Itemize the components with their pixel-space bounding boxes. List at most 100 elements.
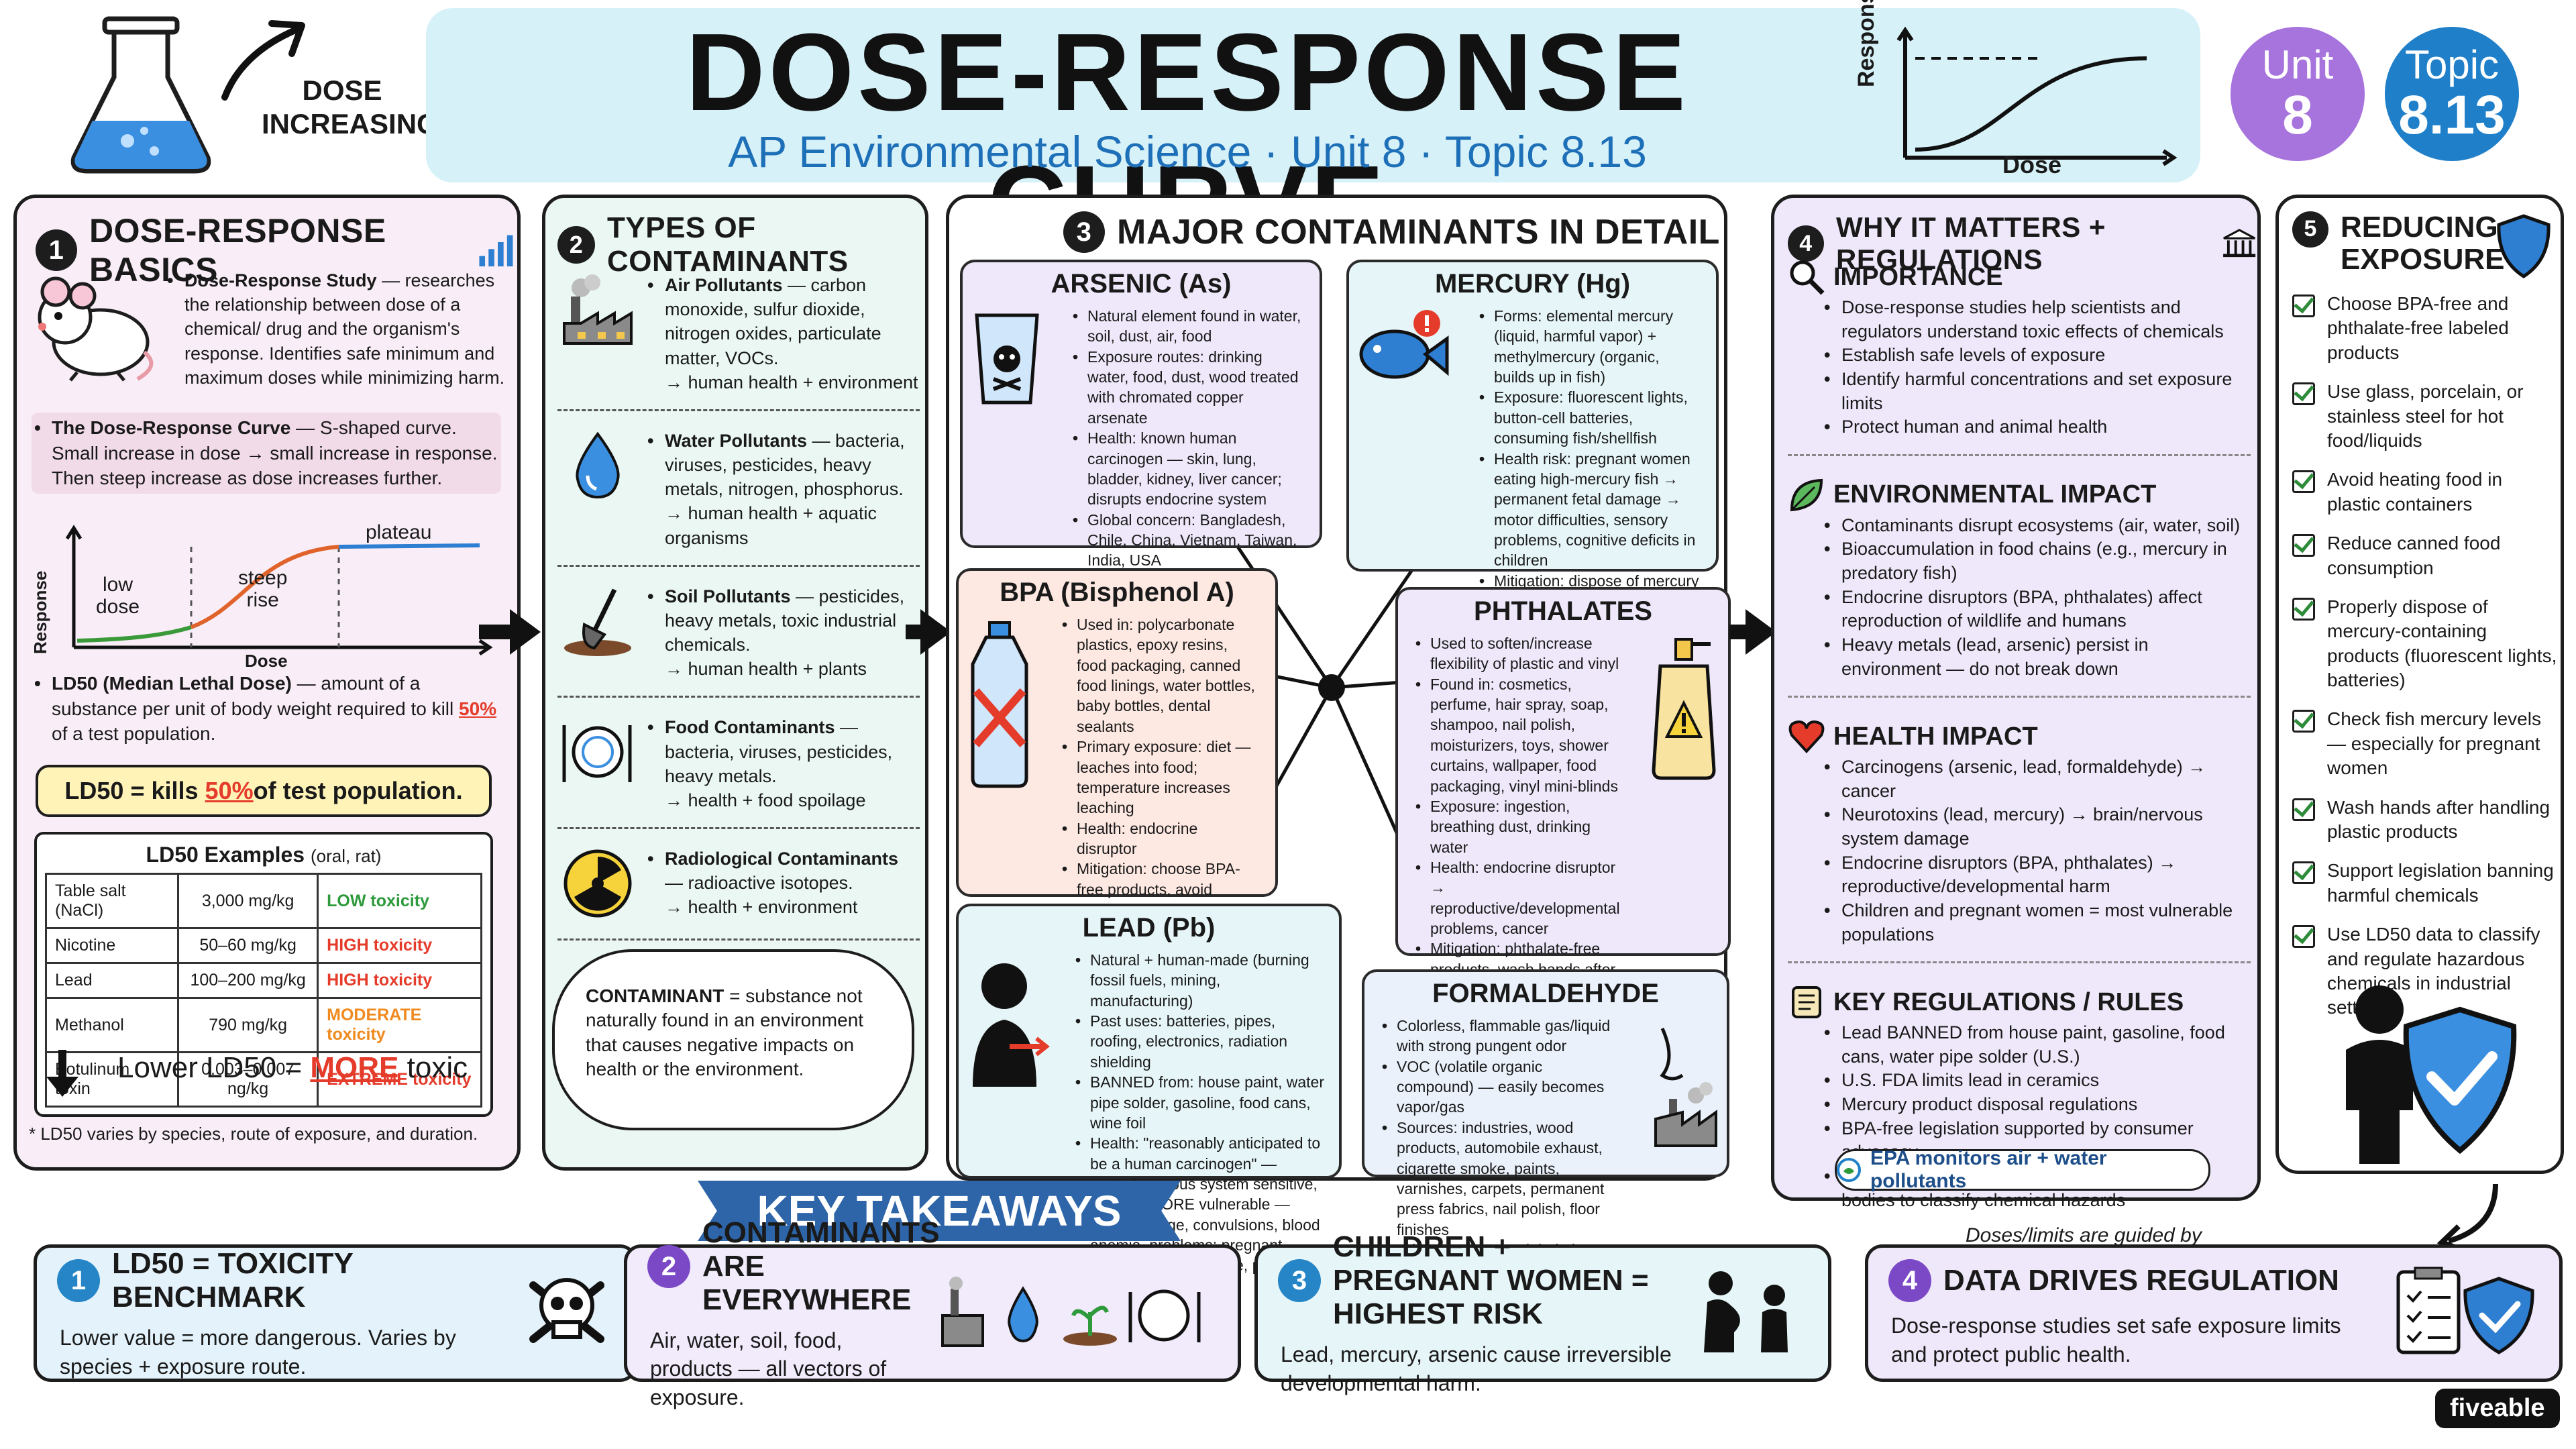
phthalates-card: PHTHALATESUsed to soften/increase flexib… — [1395, 587, 1731, 1018]
contaminant-icon-wrap — [557, 715, 638, 812]
increasing-label: INCREASING — [262, 108, 439, 140]
curved-arrow-icon — [2436, 1183, 2498, 1253]
bpa-icon-wrap — [963, 617, 1036, 795]
section-number: 4 — [1788, 225, 1824, 262]
why-it-matters-blocks: IMPORTANCEDose-response studies help sci… — [1788, 258, 2251, 1212]
reducing-exposure-checklist: Choose BPA-free and phthalate-free label… — [2292, 292, 2557, 1035]
block-importance: IMPORTANCEDose-response studies help sci… — [1788, 258, 2251, 456]
regs-heading: KEY REGULATIONS / RULES — [1788, 983, 2251, 1021]
checkbox-checked-icon — [2292, 798, 2315, 821]
unit-number: 8 — [2282, 85, 2313, 146]
mercury-title: MERCURY (Hg) — [1434, 269, 1631, 299]
checkbox-checked-icon — [2292, 534, 2315, 557]
env-heading: ENVIRONMENTAL IMPACT — [1788, 476, 2251, 514]
mini-sigmoid-chart — [1896, 26, 2178, 166]
cell-substance: Methanol — [44, 997, 180, 1053]
takeaway-title: LD50 = TOXICITY BENCHMARK — [112, 1247, 354, 1314]
list-item: U.S. FDA limits lead in ceramics — [1821, 1069, 2251, 1093]
section-why-it-matters: 4 WHY IT MATTERS + REGULATIONS IMPORTANC… — [1771, 195, 2261, 1210]
arsenic-facts: Natural element found in water, soil, du… — [1055, 306, 1320, 571]
rise-word: rise — [246, 589, 279, 611]
checklist-text: Support legislation banning harmful chem… — [2327, 860, 2554, 906]
checklist-item: Properly dispose of mercury-containing p… — [2292, 595, 2557, 693]
contaminant-impact: → human health + environment — [665, 372, 918, 392]
list-item: Bioaccumulation in food chains (e.g., me… — [1821, 537, 2251, 585]
checklist-text: Use glass, porcelain, or stainless steel… — [2327, 381, 2524, 451]
increase-arrow-icon — [221, 20, 305, 101]
ld50-examples-table: LD50 Examples (oral, rat) Table salt (Na… — [34, 832, 493, 1117]
checkbox-checked-icon — [2292, 861, 2315, 885]
checklist-item: Use LD50 data to classify and regulate h… — [2292, 922, 2557, 1020]
contaminant-type-item: Radiological Contaminants — radioactive … — [557, 847, 920, 941]
takeaway-number: 3 — [1278, 1259, 1321, 1303]
contaminant-impact: → human health + aquatic organisms — [665, 503, 877, 548]
block-health: HEALTH IMPACTCarcinogens (arsenic, lead,… — [1788, 718, 2251, 964]
clipboard-shield-icon — [2396, 1267, 2534, 1354]
fact-item: Natural + human-made (burning fossil fue… — [1073, 950, 1324, 1011]
protected-person-icon — [2346, 985, 2517, 1164]
checklist-item: Support legislation banning harmful chem… — [2292, 859, 2557, 908]
contaminant-types-list: Air Pollutants — carbon monoxide, sulfur… — [557, 273, 920, 958]
section-title: WHY IT MATTERS + REGULATIONS — [1836, 211, 2106, 275]
cell-toxicity: LOW toxicity — [317, 873, 482, 929]
ld50-definition-end: of a test population. — [52, 723, 216, 745]
section-number: 3 — [1063, 211, 1105, 253]
takeaway-icon-wrap — [2392, 1265, 2539, 1362]
contaminated-glass-icon — [975, 313, 1039, 405]
skull-crossbones-icon — [529, 1278, 604, 1343]
flask-icon — [70, 16, 211, 174]
fact-item: Sources: industries, wood products, auto… — [1379, 1118, 1613, 1240]
fact-item: VOC (volatile organic compound) — easily… — [1379, 1057, 1613, 1118]
takeaway-number: 4 — [1888, 1259, 1931, 1303]
contaminant-name: Radiological Contaminants — [665, 849, 899, 869]
cell-toxicity: EXTREME toxicity — [317, 1051, 482, 1108]
block-env: ENVIRONMENTAL IMPACTContaminants disrupt… — [1788, 476, 2251, 698]
government-building-icon — [2222, 229, 2255, 258]
formaldehyde-card: FORMALDEHYDEColorless, flammable gas/liq… — [1362, 969, 1729, 1260]
cell-toxicity: MODERATE toxicity — [317, 997, 482, 1053]
env-list: Contaminants disrupt ecosystems (air, wa… — [1788, 514, 2251, 681]
contaminant-icon-wrap — [557, 584, 638, 682]
contaminant-text: Soil Pollutants — pesticides, heavy meta… — [645, 584, 920, 682]
lower-text: Lower LD50 = — [117, 1051, 311, 1084]
dose-guidance-note: Doses/limits are guided by — [1966, 1224, 2202, 1246]
fact-item: Used to soften/increase flexibility of p… — [1413, 633, 1621, 674]
curve-term: The Dose-Response Curve — [52, 417, 291, 438]
ld50-term: LD50 (Median Lethal Dose) — [52, 673, 292, 694]
checklist-item: Choose BPA-free and phthalate-free label… — [2292, 292, 2557, 365]
cell-dose: 100–200 mg/kg — [177, 962, 319, 999]
contaminant-examples: — bacteria, viruses, pesticides, heavy m… — [665, 430, 905, 500]
cell-dose: 790 mg/kg — [177, 997, 319, 1053]
shield-icon — [2497, 214, 2551, 278]
importance-list: Dose-response studies help scientists an… — [1788, 296, 2251, 439]
unit-badge: Unit 8 — [2231, 27, 2365, 161]
list-item: Carcinogens (arsenic, lead, formaldehyde… — [1821, 755, 2251, 803]
key-takeaways-banner: KEY TAKEAWAYS — [698, 1181, 1181, 1241]
fact-item: BANNED from: house paint, water pipe sol… — [1073, 1072, 1324, 1133]
contaminant-icon-wrap — [557, 273, 638, 394]
fact-item: Primary exposure: diet — leaches into fo… — [1059, 737, 1260, 818]
dose-word: dose — [96, 596, 140, 618]
list-item: Dose-response studies help scientists an… — [1821, 296, 2251, 343]
more-word: MORE — [310, 1051, 399, 1084]
formaldehyde-facts: Colorless, flammable gas/liquid with str… — [1364, 1016, 1627, 1260]
cell-dose: 0.003–0.007 ng/kg — [177, 1051, 319, 1108]
chart-ylabel: Response — [30, 570, 50, 654]
lead-icon-wrap — [963, 953, 1050, 1104]
checklist-item: Reduce canned food consumption — [2292, 531, 2557, 580]
list-item: Children and pregnant women = most vulne… — [1821, 899, 2251, 947]
contaminant-examples: — bacteria, viruses, pesticides, heavy m… — [665, 717, 893, 786]
checklist-text: Avoid heating food in plastic containers — [2327, 469, 2503, 515]
phthalates-icon-wrap — [1644, 636, 1724, 787]
curve-definition: — S-shaped curve. Small increase in dose… — [52, 417, 498, 489]
plastic-bottle-crossed-icon — [971, 621, 1028, 788]
fact-item: Found in: cosmetics, perfume, hair spray… — [1413, 674, 1621, 796]
